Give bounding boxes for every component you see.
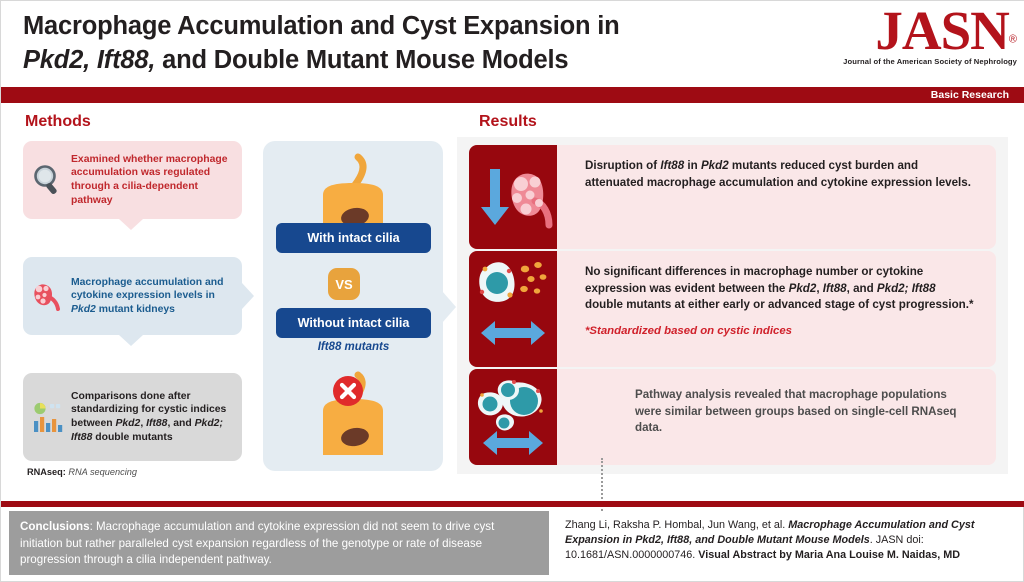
results-heading: Results xyxy=(479,113,537,130)
rnaseq-footnote-term: RNAseq: xyxy=(27,467,66,477)
title-genes: Pkd2, Ift88, xyxy=(23,46,156,74)
down-arrow-cystic-kidney-icon xyxy=(469,145,557,249)
citation-article-title: Macrophage Accumulation and Cyst Expansi… xyxy=(565,519,975,547)
bar-chart-icon xyxy=(31,400,65,434)
methods-box-3-text-d: double mutants xyxy=(92,431,173,443)
methods-box-2-tail xyxy=(119,335,143,346)
methods-box-2-text: Macrophage accumulation and cytokine exp… xyxy=(71,276,232,317)
results-row-2-text-a: No significant differences in macrophage… xyxy=(585,265,924,295)
methods-box-1-text: Examined whether macrophage accumulation… xyxy=(71,153,228,206)
results-row-2-gene-2: Ift88 xyxy=(822,281,847,295)
magnifying-glass-icon xyxy=(31,163,65,197)
results-row-1-gene-2: Pkd2 xyxy=(700,159,729,172)
results-row-3: Pathway analysis revealed that macrophag… xyxy=(469,369,996,465)
methods-box-2-gene: Pkd2 xyxy=(71,303,96,315)
conclusions-label: Conclusions xyxy=(20,520,90,533)
results-row-2-gene-3: Pkd2; Ift88 xyxy=(876,281,936,295)
jasn-logo: JASN® Journal of the American Society of… xyxy=(817,3,1017,67)
pill-without-intact-cilia[interactable]: Without intact cilia xyxy=(276,308,431,338)
results-row-2-text-c: , and xyxy=(846,281,877,295)
poster-header: Macrophage Accumulation and Cyst Expansi… xyxy=(1,1,1024,89)
macrophage-population-bidirectional-icon xyxy=(469,369,557,465)
citation-box: Zhang Li, Raksha P. Hombal, Jun Wang, et… xyxy=(557,511,1017,575)
results-row-2-text-d: double mutants at either early or advanc… xyxy=(585,298,974,311)
comparison-panel-right-nub xyxy=(442,291,456,323)
results-row-2-gene-1: Pkd2 xyxy=(788,281,817,295)
methods-box-3-text-a: Comparisons done after standardizing for… xyxy=(71,390,227,429)
methods-box-2: Macrophage accumulation and cytokine exp… xyxy=(23,257,242,335)
methods-box-1-tail xyxy=(119,219,143,230)
jasn-wordmark-row: JASN® xyxy=(817,3,1017,59)
results-row-1-text-b: in xyxy=(684,159,701,172)
macrophage-cytokine-bidirectional-icon xyxy=(469,251,557,367)
results-row-1-text: Disruption of Ift88 in Pkd2 mutants redu… xyxy=(557,145,996,249)
registered-trademark-icon: ® xyxy=(1008,33,1017,46)
title-line-2: Pkd2, Ift88, and Double Mutant Mouse Mod… xyxy=(23,43,853,77)
citation-credit: Visual Abstract by Maria Ana Louise M. N… xyxy=(698,549,961,562)
methods-box-3-gene-1: Pkd2 xyxy=(115,418,141,429)
methods-box-2-text-a: Macrophage accumulation and cytokine exp… xyxy=(71,276,224,302)
methods-box-3-gene-3: Pkd2; Ift88 xyxy=(71,418,223,443)
title-line-1: Macrophage Accumulation and Cyst Expansi… xyxy=(23,9,853,43)
jasn-wordmark: JASN xyxy=(875,0,1010,61)
methods-heading: Methods xyxy=(25,113,91,130)
methods-box-3: Comparisons done after standardizing for… xyxy=(23,373,242,461)
title-line-1-text: Macrophage Accumulation and Cyst Expansi… xyxy=(23,12,620,40)
results-row-2-text: No significant differences in macrophage… xyxy=(557,251,996,367)
methods-box-2-right-nub xyxy=(242,283,254,309)
title-line-2-rest: and Double Mutant Mouse Models xyxy=(155,46,569,74)
results-row-1: Disruption of Ift88 in Pkd2 mutants redu… xyxy=(469,145,996,249)
results-row-1-text-a: Disruption of xyxy=(585,159,661,172)
section-bar-label: Basic Research xyxy=(930,89,1009,101)
pill-with-intact-cilia[interactable]: With intact cilia xyxy=(276,223,431,253)
methods-box-3-text-b: , xyxy=(140,418,147,429)
results-row-2: No significant differences in macrophage… xyxy=(469,251,996,367)
section-bar: Basic Research xyxy=(1,87,1024,103)
results-row-3-text-a: Pathway analysis revealed that macrophag… xyxy=(635,388,957,434)
methods-box-3-gene-2: Ift88 xyxy=(146,418,168,429)
citation-doi: JASN doi: 10.1681/ASN.0000000746. xyxy=(565,534,924,562)
results-row-3-text: Pathway analysis revealed that macrophag… xyxy=(557,369,996,465)
results-row-2-text-b: , xyxy=(816,281,823,295)
results-row-1-gene-1: Ift88 xyxy=(660,159,685,172)
ift88-mutants-label: Ift88 mutants xyxy=(317,341,390,353)
results-row-2-footnote: *Standardized based on cystic indices xyxy=(585,324,792,337)
results-panel: Disruption of Ift88 in Pkd2 mutants redu… xyxy=(457,137,1008,474)
rnaseq-footnote: RNAseq: RNA sequencing xyxy=(27,467,137,477)
cell-with-intact-cilium-icon xyxy=(301,151,405,234)
cell-without-intact-cilium-icon xyxy=(301,363,405,466)
citation-authors: Zhang Li, Raksha P. Hombal, Jun Wang, et… xyxy=(565,519,789,531)
methods-box-1: Examined whether macrophage accumulation… xyxy=(23,141,242,219)
poster-body: Methods Examined whether macrophage accu… xyxy=(1,103,1024,514)
results-row-1-text-c: mutants reduced cyst burden and attenuat… xyxy=(585,159,971,189)
rnaseq-footnote-definition: RNA sequencing xyxy=(68,467,137,477)
conclusions-box: Conclusions: Macrophage accumulation and… xyxy=(9,511,549,575)
footer-rule xyxy=(1,501,1024,507)
methods-box-3-text: Comparisons done after standardizing for… xyxy=(71,390,232,444)
vs-badge: VS xyxy=(328,268,360,300)
conclusions-text: : Macrophage accumulation and cytokine e… xyxy=(20,520,495,567)
page-title: Macrophage Accumulation and Cyst Expansi… xyxy=(23,9,853,77)
citation-period: . xyxy=(869,534,876,547)
methods-box-2-text-b: mutant kidneys xyxy=(95,303,175,315)
cystic-kidney-icon xyxy=(31,279,65,313)
methods-box-3-text-c: , and xyxy=(167,418,195,429)
jasn-subtitle: Journal of the American Society of Nephr… xyxy=(843,57,1017,66)
